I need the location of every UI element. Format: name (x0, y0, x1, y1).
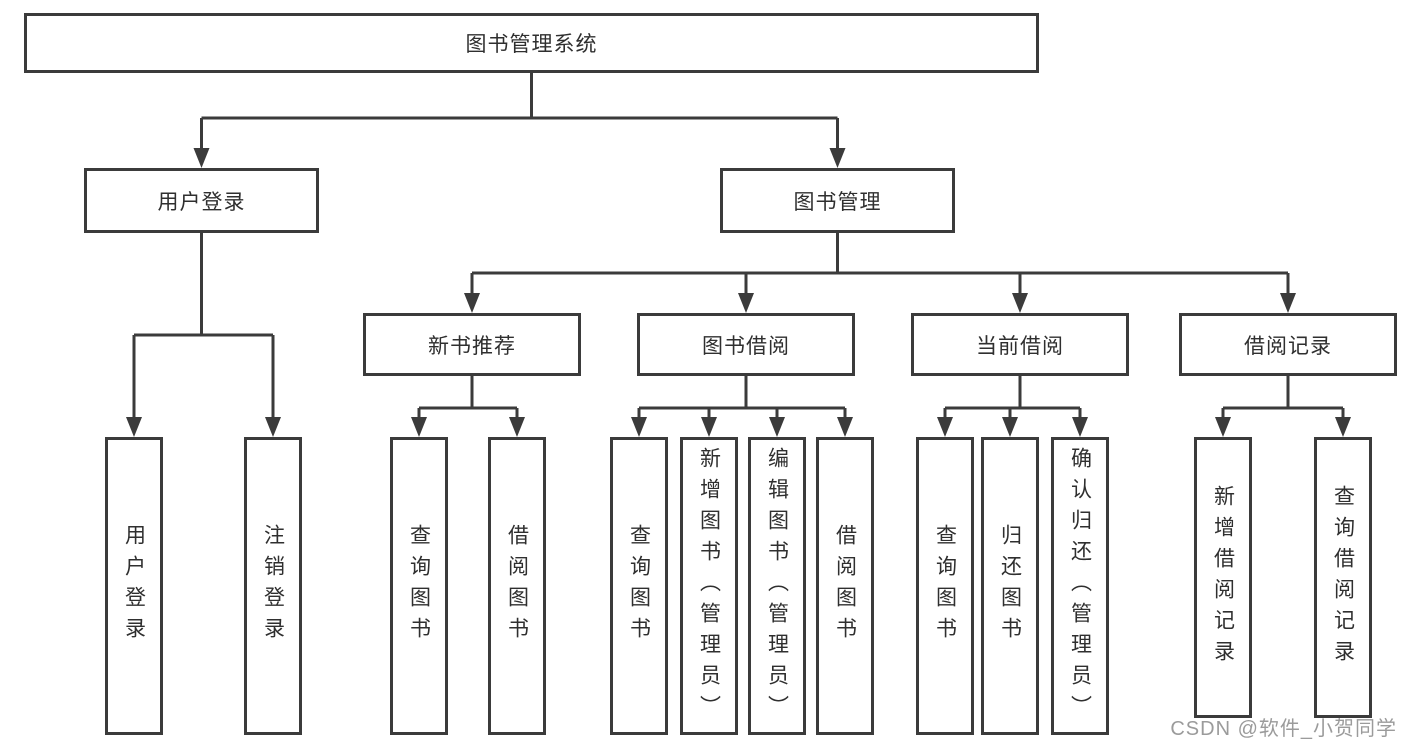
arrowhead-cur-query (937, 417, 953, 437)
arrowhead-cur-return (1002, 417, 1018, 437)
arrowhead-borrow (738, 293, 754, 313)
node-nb-borrow: 借阅图书 (488, 437, 546, 735)
node-label: 注销登录 (261, 524, 285, 648)
node-label: 查询图书 (407, 524, 431, 648)
arrowhead-current (1012, 293, 1028, 313)
node-newbook: 新书推荐 (363, 313, 581, 376)
edge-mgmt (470, 233, 1290, 309)
edge-records (1221, 376, 1345, 433)
node-login: 用户登录 (84, 168, 319, 233)
node-label: 查询图书 (627, 524, 651, 648)
arrowhead-rec-query (1335, 417, 1351, 437)
node-label: 新增借阅记录 (1211, 484, 1235, 671)
node-cur-confirm: 确认归还（管理员） (1051, 437, 1109, 735)
arrowhead-bw-query (631, 417, 647, 437)
node-borrow: 图书借阅 (637, 313, 855, 376)
node-label: 借阅图书 (505, 524, 529, 648)
node-label: 用户登录 (122, 524, 146, 648)
node-cur-query: 查询图书 (916, 437, 974, 735)
node-label: 新书推荐 (428, 334, 516, 358)
node-label: 新增图书（管理员） (697, 446, 721, 726)
arrowhead-logout (265, 417, 281, 437)
node-label: 图书管理系统 (465, 33, 598, 56)
node-current: 当前借阅 (911, 313, 1129, 376)
arrowhead-bw-edit (769, 417, 785, 437)
node-bw-add: 新增图书（管理员） (680, 437, 738, 735)
node-bw-query: 查询图书 (610, 437, 668, 735)
node-logout: 注销登录 (244, 437, 302, 735)
node-label: 编辑图书（管理员） (765, 446, 789, 726)
node-label: 用户登录 (157, 190, 246, 214)
node-label: 确认归还（管理员） (1068, 446, 1092, 726)
node-label: 图书借阅 (702, 334, 790, 358)
node-bw-borrow: 借阅图书 (816, 437, 874, 735)
node-records: 借阅记录 (1179, 313, 1397, 376)
node-nb-query: 查询图书 (390, 437, 448, 735)
node-rec-add: 新增借阅记录 (1194, 437, 1252, 718)
node-mgmt: 图书管理 (720, 168, 955, 233)
node-label: 查询图书 (933, 524, 957, 648)
edge-login (132, 233, 275, 433)
arrowhead-nb-query (411, 417, 427, 437)
arrowhead-bw-borrow (837, 417, 853, 437)
arrowhead-bw-add (701, 417, 717, 437)
edge-root (200, 73, 839, 164)
node-label: 归还图书 (998, 524, 1022, 648)
edge-newbook (417, 376, 519, 433)
node-rec-query: 查询借阅记录 (1314, 437, 1372, 718)
arrowhead-rec-add (1215, 417, 1231, 437)
node-bw-edit: 编辑图书（管理员） (748, 437, 806, 735)
arrowhead-records (1280, 293, 1296, 313)
node-root: 图书管理系统 (24, 13, 1039, 73)
node-label: 借阅图书 (833, 524, 857, 648)
node-user-login: 用户登录 (105, 437, 163, 735)
arrowhead-login (193, 148, 210, 168)
node-label: 图书管理 (793, 190, 882, 214)
node-label: 查询借阅记录 (1331, 484, 1355, 671)
watermark: CSDN @软件_小贺同学 (1170, 718, 1397, 740)
arrowhead-user-login (126, 417, 142, 437)
arrowhead-mgmt (829, 148, 846, 168)
node-cur-return: 归还图书 (981, 437, 1039, 735)
node-label: 当前借阅 (976, 334, 1064, 358)
arrowhead-nb-borrow (509, 417, 525, 437)
edge-borrow (637, 376, 847, 433)
arrowhead-cur-confirm (1072, 417, 1088, 437)
arrowhead-newbook (464, 293, 480, 313)
node-label: 借阅记录 (1244, 334, 1332, 358)
